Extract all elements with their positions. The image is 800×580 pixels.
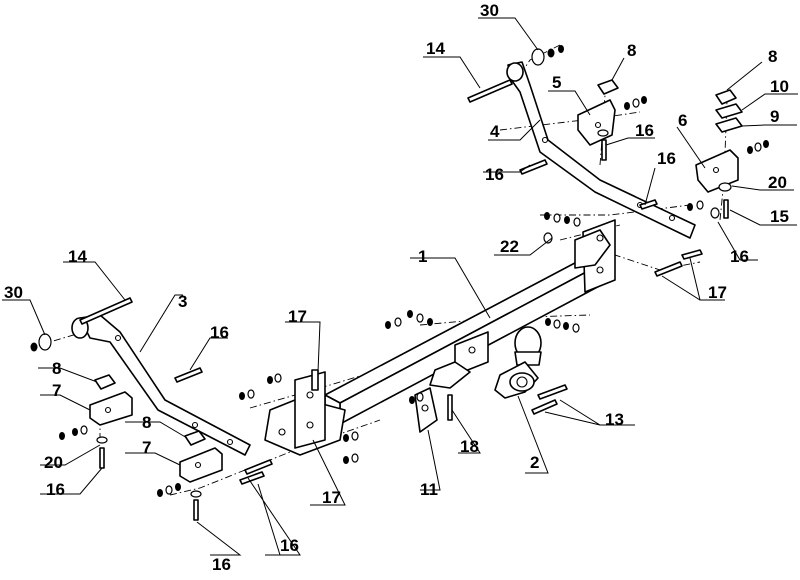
spacer-plates — [715, 103, 743, 133]
callout-17-top: 17 — [288, 307, 307, 326]
callout-15: 15 — [770, 207, 789, 226]
callout-11: 11 — [420, 480, 438, 499]
callout-17-bottom: 17 — [322, 488, 341, 507]
crossbar-part — [264, 219, 616, 456]
callout-14-top: 14 — [426, 39, 445, 58]
callout-2: 2 — [530, 453, 539, 472]
callout-16-f: 16 — [46, 480, 65, 499]
callout-7-left: 7 — [52, 381, 61, 400]
callout-30-left: 30 — [4, 283, 23, 302]
callout-22: 22 — [500, 237, 519, 256]
clip-nuts — [94, 79, 737, 446]
nuts-and-washers — [30, 45, 769, 498]
right-bracket-part — [506, 61, 696, 239]
nut-row-bottom-left — [59, 425, 181, 497]
callout-5: 5 — [552, 73, 561, 92]
callout-20-right: 20 — [768, 173, 787, 192]
callout-16-d: 16 — [730, 247, 749, 266]
callout-18: 18 — [460, 437, 479, 456]
small-brackets — [89, 99, 739, 483]
callout-16-g: 16 — [212, 555, 231, 574]
callout-16-b: 16 — [485, 165, 504, 184]
callout-17-right: 17 — [708, 283, 727, 302]
callout-16-a: 16 — [635, 121, 654, 140]
callout-8-left: 8 — [52, 359, 61, 378]
bolts — [79, 79, 729, 521]
callout-9: 9 — [770, 107, 779, 126]
callout-10: 10 — [770, 77, 789, 96]
callout-4: 4 — [490, 122, 500, 141]
callout-30-top: 30 — [480, 1, 499, 20]
callout-14-left: 14 — [68, 247, 87, 266]
leader-lines — [2, 17, 798, 556]
callout-16-c: 16 — [657, 149, 676, 168]
callout-20-left: 20 — [44, 453, 63, 472]
callout-3: 3 — [178, 292, 187, 311]
callout-13: 13 — [605, 410, 624, 429]
callout-8-right: 8 — [768, 47, 777, 66]
nut-row-top — [624, 96, 769, 154]
nut-row-right — [543, 200, 720, 333]
callout-8-lower: 8 — [142, 413, 151, 432]
nut-row-left — [239, 310, 433, 464]
callout-8-top: 8 — [627, 41, 636, 60]
callout-1: 1 — [418, 247, 427, 266]
callout-labels: 30 14 8 5 4 16 16 16 8 10 9 6 20 15 16 1… — [4, 1, 789, 574]
callout-7-lower: 7 — [142, 438, 151, 457]
tow-ball-part — [494, 326, 542, 399]
callout-6: 6 — [678, 111, 687, 130]
callout-16-e: 16 — [210, 323, 229, 342]
callout-16-h: 16 — [280, 536, 299, 555]
